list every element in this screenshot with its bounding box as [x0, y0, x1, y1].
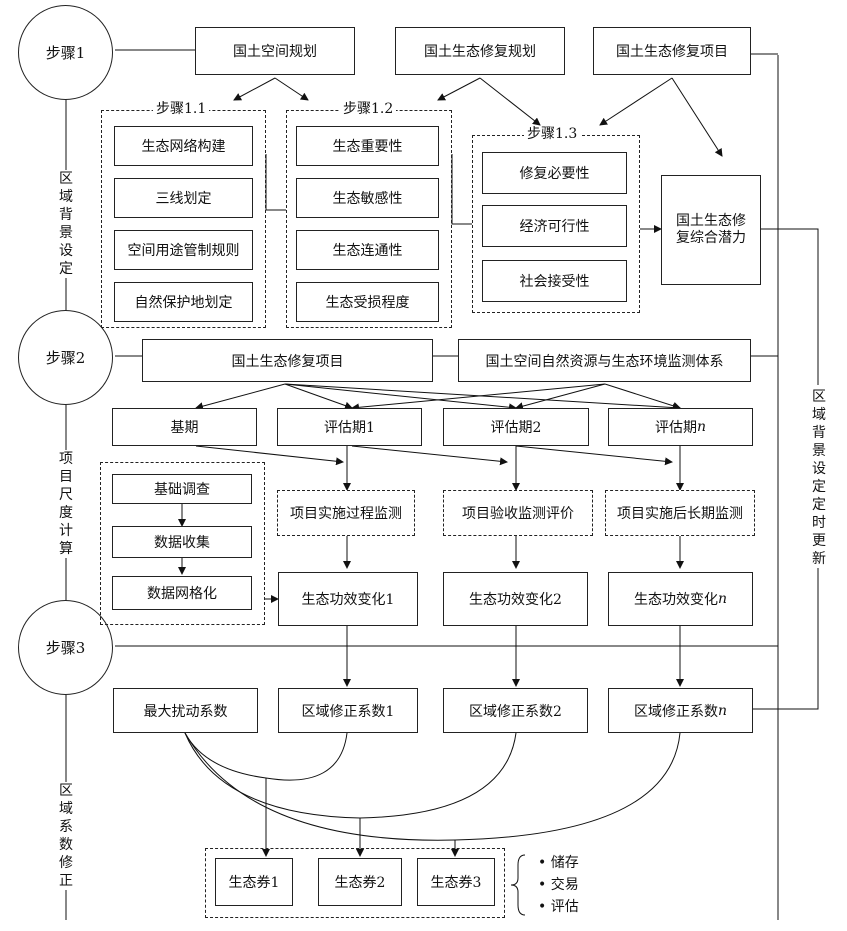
box-eco-voucher-2: 生态券2 — [318, 858, 402, 906]
label-regional-coefficient: 区域系数修正 — [55, 782, 77, 890]
label-project-scale: 项目尺度计算 — [55, 450, 77, 558]
box-base-survey: 基础调查 — [112, 474, 252, 504]
box-max-disturbance: 最大扰动系数 — [113, 688, 258, 733]
box-restore-potential: 国土生态修复综合潜力 — [661, 175, 761, 285]
box-data-gridding: 数据网格化 — [112, 576, 252, 610]
box-spatial-plan: 国土空间规划 — [195, 27, 355, 75]
box-eval-period-2: 评估期2 — [443, 408, 589, 446]
box-eco-network: 生态网络构建 — [114, 126, 253, 166]
box-eco-damage: 生态受损程度 — [296, 282, 439, 322]
box-region-coef-1: 区域修正系数1 — [278, 688, 418, 733]
use-storage: 储存 — [538, 852, 579, 874]
box-three-lines: 三线划定 — [114, 178, 253, 218]
group-eco-vouchers — [205, 848, 505, 918]
label-periodic-update: 区域背景设定定时更新 — [808, 388, 830, 568]
box-spatial-use-rules: 空间用途管制规则 — [114, 230, 253, 270]
box-monitoring-system: 国土空间自然资源与生态环境监测体系 — [458, 339, 751, 382]
box-data-collection: 数据收集 — [112, 526, 252, 558]
box-acceptance-monitoring: 项目验收监测评价 — [443, 490, 593, 536]
box-base-period: 基期 — [112, 408, 257, 446]
box-eco-restore-project: 国土生态修复项目 — [593, 27, 751, 75]
box-step2-project: 国土生态修复项目 — [142, 339, 433, 382]
box-eco-restore-plan: 国土生态修复规划 — [395, 27, 565, 75]
box-region-coef-2: 区域修正系数2 — [443, 688, 588, 733]
label-regional-background: 区域背景设定 — [55, 170, 77, 278]
efficacy-change-n-index: n — [717, 591, 728, 607]
box-eco-voucher-1: 生态券1 — [215, 858, 293, 906]
use-assess: 评估 — [538, 896, 579, 918]
box-process-monitoring: 项目实施过程监测 — [277, 490, 415, 536]
group-data-prep — [100, 462, 265, 625]
box-eco-sensitivity: 生态敏感性 — [296, 178, 439, 218]
eval-period-n-index: n — [696, 419, 707, 435]
box-efficacy-change-2: 生态功效变化2 — [443, 572, 588, 626]
box-nature-reserve: 自然保护地划定 — [114, 282, 253, 322]
step-3-circle: 步骤3 — [18, 600, 113, 695]
region-coef-n-text: 区域修正系数 — [633, 703, 718, 720]
group-step-1-3-label: 步骤1.3 — [524, 126, 581, 142]
box-eco-connectivity: 生态连通性 — [296, 230, 439, 270]
group-step-1-1-label: 步骤1.1 — [153, 101, 210, 117]
box-eco-voucher-3: 生态券3 — [417, 858, 495, 906]
region-coef-n-index: n — [717, 702, 728, 719]
efficacy-change-n-text: 生态功效变化 — [633, 592, 718, 608]
voucher-uses-list: 储存 交易 评估 — [538, 852, 579, 918]
box-long-term-monitoring: 项目实施后长期监测 — [605, 490, 755, 536]
step-1-circle: 步骤1 — [18, 5, 113, 100]
box-social-acceptance: 社会接受性 — [482, 260, 627, 302]
eval-period-n-text: 评估期 — [654, 420, 697, 436]
box-economic-feasibility: 经济可行性 — [482, 205, 627, 247]
box-efficacy-change-1: 生态功效变化1 — [278, 572, 418, 626]
box-eval-period-1: 评估期1 — [277, 408, 422, 446]
box-eco-importance: 生态重要性 — [296, 126, 439, 166]
step-2-circle: 步骤2 — [18, 310, 113, 405]
use-trade: 交易 — [538, 874, 579, 896]
box-restore-necessity: 修复必要性 — [482, 152, 627, 194]
group-step-1-2-label: 步骤1.2 — [340, 101, 397, 117]
